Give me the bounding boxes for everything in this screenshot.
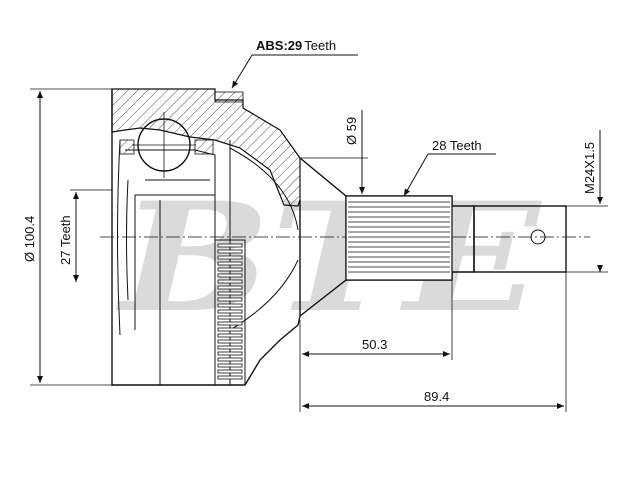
thread-stub <box>473 205 567 273</box>
abs-tooth <box>217 333 243 338</box>
shaft-diameter-label: Ø 59 <box>344 117 359 145</box>
total-length-label: 89.4 <box>424 389 449 404</box>
abs-tooth <box>217 261 243 266</box>
dim-shaft-diameter: Ø 59 <box>300 110 368 197</box>
abs-tooth <box>217 273 243 278</box>
dim-total-length: 89.4 <box>302 272 567 412</box>
dim-outer-diameter: Ø 100.4 <box>22 88 112 386</box>
spline-section <box>345 195 453 281</box>
abs-tooth <box>217 279 243 284</box>
abs-ring <box>214 239 246 386</box>
abs-tooth <box>217 345 243 350</box>
abs-tooth <box>217 351 243 356</box>
abs-tooth <box>217 339 243 344</box>
inner-teeth-label: 27 Teeth <box>58 215 73 265</box>
cotter-hole <box>530 229 546 245</box>
abs-tooth <box>217 291 243 296</box>
abs-tooth <box>217 243 243 248</box>
thread-label: M24X1.5 <box>582 142 597 194</box>
spline-callout: 28 Teeth <box>403 138 496 197</box>
abs-tooth <box>217 315 243 320</box>
shaft <box>299 157 567 317</box>
abs-tooth <box>217 249 243 254</box>
abs-label: ABS <box>256 38 284 53</box>
abs-tooth <box>217 255 243 260</box>
spline-length-label: 50.3 <box>362 337 387 352</box>
abs-count: :29 <box>283 38 302 53</box>
abs-tooth <box>217 357 243 362</box>
dim-thread: M24X1.5 <box>566 130 608 273</box>
abs-tooth <box>217 327 243 332</box>
abs-tooth <box>217 375 243 380</box>
abs-tooth <box>217 285 243 290</box>
abs-tooth <box>217 369 243 374</box>
watermark: BTE <box>115 170 543 346</box>
abs-tooth <box>217 321 243 326</box>
abs-tooth <box>217 303 243 308</box>
abs-tooth <box>217 267 243 272</box>
abs-tooth <box>217 309 243 314</box>
abs-teeth-word: Teeth <box>304 38 336 53</box>
outer-diameter-label: Ø 100.4 <box>22 216 37 262</box>
dim-spline-length: 50.3 <box>299 280 453 412</box>
spline-teeth-label: 28 Teeth <box>432 138 482 153</box>
abs-tooth <box>217 297 243 302</box>
abs-tooth <box>217 363 243 368</box>
dim-inner-teeth: 27 Teeth <box>58 189 112 282</box>
